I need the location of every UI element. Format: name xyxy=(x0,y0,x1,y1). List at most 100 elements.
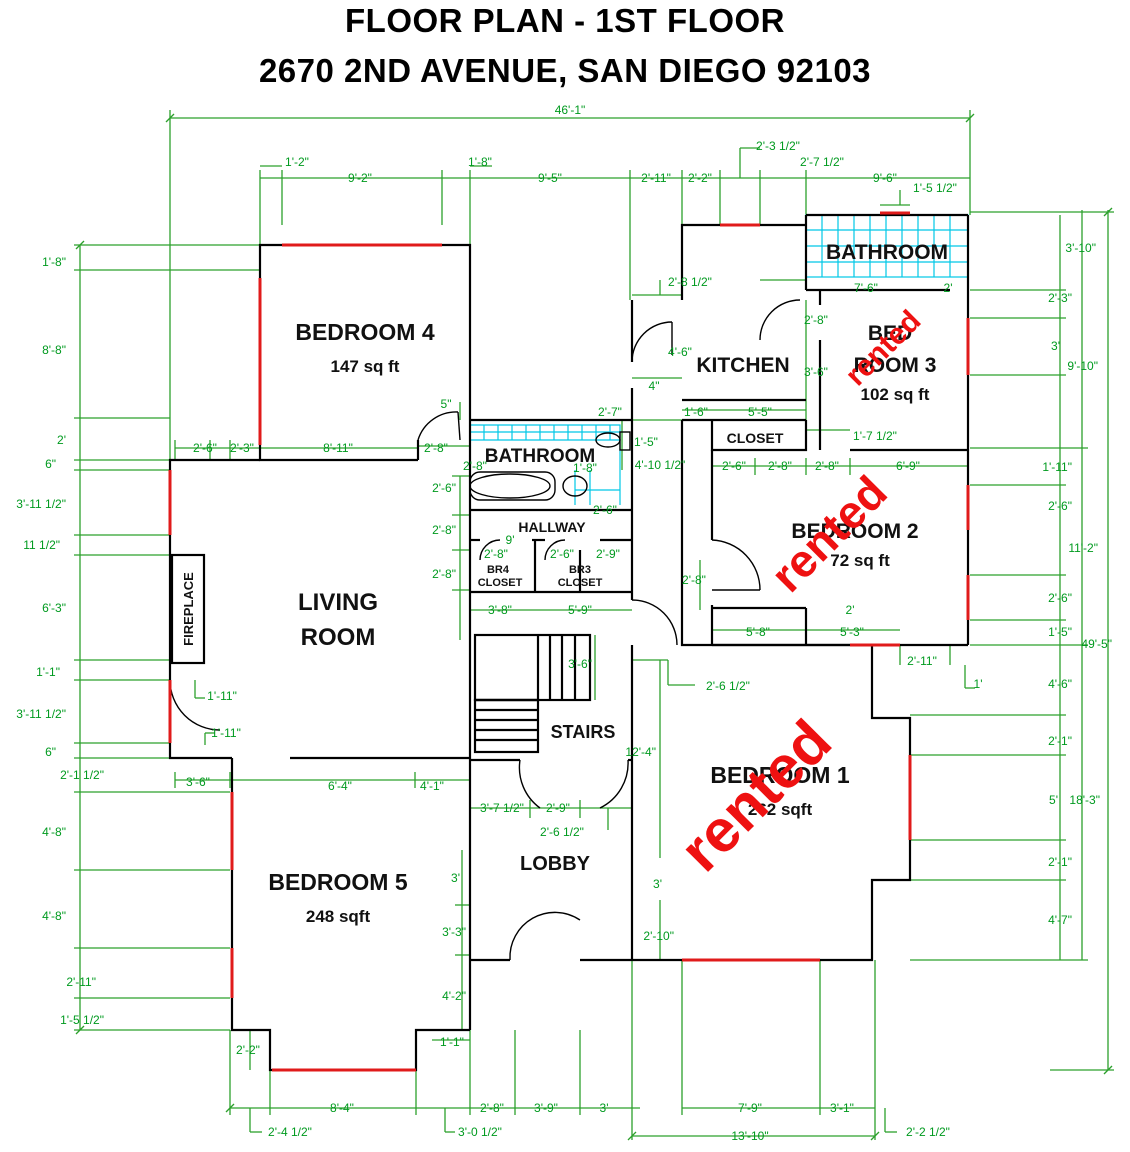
dim-top: 1'-2" xyxy=(285,155,309,169)
dim-left: 1'-5 1/2" xyxy=(60,1013,104,1027)
bathroom-top-label: BATHROOM xyxy=(826,241,948,264)
bathroom-mid-tile xyxy=(470,424,621,505)
dim-interior: 2'-8 1/2" xyxy=(668,275,712,289)
dim-interior: 4'-10 1/2" xyxy=(635,458,686,472)
dim-interior: 5" xyxy=(441,397,452,411)
dim-interior: 2'-9" xyxy=(596,547,620,561)
dim-interior: 2'-3" xyxy=(230,441,254,455)
room-labels: BEDROOM 4 147 sq ft BATHROOM KITCHEN BED… xyxy=(181,241,948,926)
bedroom5-area: 248 sqft xyxy=(306,907,371,926)
dim-interior: 5'-3" xyxy=(840,625,864,639)
dim-interior: 2'-9" xyxy=(546,801,570,815)
dim-interior: 3' xyxy=(653,877,662,891)
bedroom1-label: BEDROOM 1 xyxy=(710,762,850,788)
dim-interior: 3'-7 1/2" xyxy=(480,801,524,815)
dim-interior: 5'-8" xyxy=(746,625,770,639)
dim-interior: 3'-6" xyxy=(186,775,210,789)
windows xyxy=(168,211,970,1072)
dim-interior: 2'-8" xyxy=(432,523,456,537)
dim-top: 9'-6" xyxy=(873,171,897,185)
dim-bottom: 13'-10" xyxy=(731,1129,768,1143)
bathroom-mid-label: BATHROOM xyxy=(485,446,595,467)
dimension-ticks xyxy=(75,113,1113,1141)
dim-right: 2'-6" xyxy=(1048,499,1072,513)
bedroom5-label: BEDROOM 5 xyxy=(268,869,408,895)
dim-interior: 2' xyxy=(846,603,855,617)
dim-interior: 2'-8" xyxy=(815,459,839,473)
bedroom4-area: 147 sq ft xyxy=(331,357,400,376)
dim-right: 4'-7" xyxy=(1048,913,1072,927)
dim-interior: 6'-9" xyxy=(896,459,920,473)
dim-right: 2'-6" xyxy=(1048,591,1072,605)
dim-left: 2'-1 1/2" xyxy=(60,768,104,782)
dim-bottom: 3'-1" xyxy=(830,1101,854,1115)
lobby-label: LOBBY xyxy=(520,853,591,875)
dim-bottom: 3'-9" xyxy=(534,1101,558,1115)
dim-overall-width: 46'-1" xyxy=(555,103,586,117)
dim-interior: 12'-4" xyxy=(625,745,656,759)
dim-left: 6" xyxy=(45,745,56,759)
dim-interior: 1'-6" xyxy=(684,405,708,419)
dim-right: 2'-3" xyxy=(1048,291,1072,305)
dim-interior: 2' xyxy=(944,281,953,295)
dim-top: 2'-7 1/2" xyxy=(800,155,844,169)
dim-overall-depth: 49'-5" xyxy=(1081,637,1112,651)
dim-interior: 2'-6" xyxy=(193,441,217,455)
dim-right: 2'-1" xyxy=(1048,855,1072,869)
dim-interior: 4'-1" xyxy=(420,779,444,793)
dim-interior: 2'-2" xyxy=(236,1043,260,1057)
dim-left: 3'-11 1/2" xyxy=(16,707,66,721)
dim-interior: 3'-3" xyxy=(442,925,466,939)
dim-left: 1'-1" xyxy=(36,665,60,679)
dim-left: 3'-11 1/2" xyxy=(16,497,66,511)
dim-right: 11'-2" xyxy=(1068,541,1098,555)
dim-right: 18'-3" xyxy=(1069,793,1100,807)
kitchen-label: KITCHEN xyxy=(696,354,789,377)
dim-interior: 3'-6" xyxy=(804,365,828,379)
plan-address: 2670 2ND AVENUE, SAN DIEGO 92103 xyxy=(258,52,872,89)
living-room-label-line1: LIVING xyxy=(298,589,378,616)
dim-right: 5' xyxy=(1049,793,1058,807)
bedroom1-area: 262 sqft xyxy=(748,800,813,819)
dim-interior: 1'-7 1/2" xyxy=(853,429,897,443)
dimension-lines xyxy=(74,110,1114,1140)
br3-closet-line2: CLOSET xyxy=(558,577,603,589)
dim-interior: 2'-8" xyxy=(484,547,508,561)
dim-top: 2'-3 1/2" xyxy=(756,139,800,153)
dim-bottom: 8'-4" xyxy=(330,1101,354,1115)
dim-bottom: 2'-4 1/2" xyxy=(268,1125,312,1139)
dim-interior: 2'-6" xyxy=(593,503,617,517)
dim-interior: 3'-6" xyxy=(568,657,592,671)
dim-interior: 2'-8" xyxy=(463,459,487,473)
dim-left: 4'-8" xyxy=(42,909,66,923)
br3-closet-line1: BR3 xyxy=(569,564,591,576)
bedroom3-label-line1: BED xyxy=(868,322,912,345)
dim-interior: 2'-11" xyxy=(907,654,937,668)
living-room-label-line2: ROOM xyxy=(301,624,376,651)
dim-right: 3'-10" xyxy=(1065,241,1096,255)
dim-left: 4'-8" xyxy=(42,825,66,839)
dim-interior: 2'-8" xyxy=(682,573,706,587)
hallway-label: HALLWAY xyxy=(518,519,586,535)
dim-left: 1'-8" xyxy=(42,255,66,269)
dim-interior: 2'-6" xyxy=(432,481,456,495)
stairs-label: STAIRS xyxy=(551,722,616,742)
dim-interior: 2'-8" xyxy=(804,313,828,327)
bedroom3-label-line2: ROOM 3 xyxy=(854,354,937,377)
dim-interior: 2'-8" xyxy=(432,567,456,581)
dim-interior: 1' xyxy=(974,677,983,691)
dim-interior: 6'-4" xyxy=(328,779,352,793)
rented-stamp-bedroom1: rented xyxy=(667,707,844,884)
dim-left: 6'-3" xyxy=(42,601,66,615)
dim-interior: 3'-8" xyxy=(488,603,512,617)
dim-left: 6" xyxy=(45,457,56,471)
dim-top: 9'-5" xyxy=(538,171,562,185)
fireplace-label: FIREPLACE xyxy=(181,572,196,646)
dim-right: 9'-10" xyxy=(1067,359,1098,373)
dim-right: 3' xyxy=(1051,339,1060,353)
dim-interior: 1'-5" xyxy=(634,435,658,449)
dim-interior: 4'-2" xyxy=(442,989,466,1003)
dim-interior: 1'-11" xyxy=(211,726,241,740)
dim-interior: 7'-6" xyxy=(854,281,878,295)
